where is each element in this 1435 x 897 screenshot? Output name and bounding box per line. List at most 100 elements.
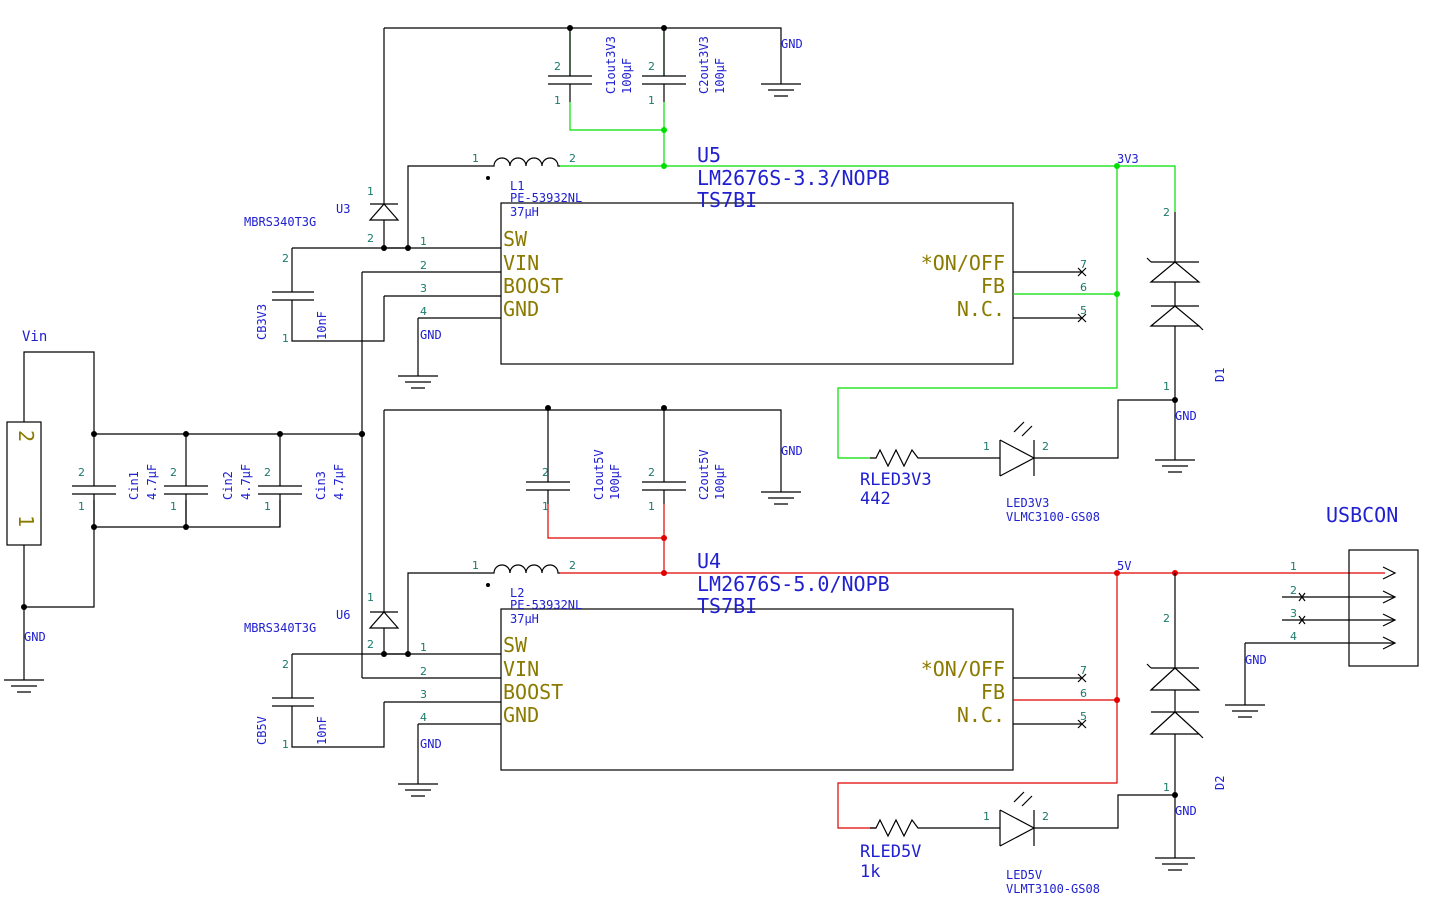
pin-num: 2 [170,466,177,479]
u5-part: LM2676S-3.3/NOPB [697,166,890,190]
cb3v3-ref: CB3V3 [255,304,269,340]
pin-num: 1 [1290,560,1297,573]
usbcon-ref: USBCON [1326,503,1398,527]
u5-pin-fb: FB [981,274,1005,298]
cin3-ref: Cin3 [314,471,328,500]
led3v3-part: VLMC3100-GS08 [1006,510,1100,524]
u6-ref: U6 [336,608,350,622]
cin2-ref: Cin2 [221,471,235,500]
c2out5v-value: 100µF [713,464,727,500]
c1out3v3-ref: C1out3V3 [604,36,618,94]
cin1-value: 4.7µF [145,464,159,500]
u5-pin-sw: SW [503,227,528,251]
pin-num: 2 [282,252,289,265]
pin-num: 1 [420,235,427,248]
u6-part: MBRS340T3G [244,621,316,635]
net-label-5v: 5V [1117,559,1131,573]
d2-ref: D2 [1213,776,1227,790]
pin-num: 7 [1080,258,1087,271]
pin-num: 2 [648,466,655,479]
pin-num: 2 [367,638,374,651]
pin-num: 1 [282,738,289,751]
pin-num: 7 [1080,664,1087,677]
pin-num: 2 [1163,206,1170,219]
cb3v3-value: 10nF [315,311,329,340]
pin-num: 3 [420,282,427,295]
pin-num: 1 [472,152,479,165]
regulator-5v: SW VIN BOOST GND *ON/OFF FB N.C. [500,608,1014,771]
pin-num: 2 [420,665,427,678]
pin-num: 2 [569,559,576,572]
pin-num: 1 [170,500,177,513]
u5-pin-vin: VIN [503,251,539,275]
u4-pin-onoff: *ON/OFF [921,657,1005,681]
pin-num: 2 [1290,584,1297,597]
l2-value: 37µH [510,612,539,626]
pin-num: 2 [282,658,289,671]
pin-num: 2 [420,259,427,272]
pin-num: 4 [420,305,427,318]
l2-part: PE-53932NL [510,598,582,612]
pin-num: 1 [554,94,561,107]
u4-pin-vin: VIN [503,657,539,681]
conn-pin-2: 2 [14,430,38,442]
l1-ref: L1 [510,179,524,193]
rled3v3-value: 442 [860,489,891,509]
regulator-3v3: SW VIN BOOST GND *ON/OFF FB N.C. [500,202,1014,365]
d1-ref: D1 [1213,368,1227,382]
c1out3v3-value: 100µF [620,58,634,94]
gnd-label-u5: GND [420,328,442,342]
pin-num: 1 [420,641,427,654]
pin-num: 1 [264,500,271,513]
pin-num: 2 [542,466,549,479]
input-capacitors [72,434,302,527]
c2out5v-ref: C2out5V [697,449,711,500]
pin-num: 1 [472,559,479,572]
u4-part: LM2676S-5.0/NOPB [697,572,890,596]
net-label-vin: Vin [22,329,47,345]
u4-ref: U4 [697,549,721,573]
cin1-ref: Cin1 [127,471,141,500]
gnd-label-d1: GND [1175,409,1197,423]
pin-num: 1 [367,591,374,604]
net-label-3v3: 3V3 [1117,152,1139,166]
l1-part: PE-53932NL [510,191,582,205]
pin-num: 3 [1290,607,1297,620]
rled3v3-ref: RLED3V3 [860,470,932,490]
cin3-value: 4.7µF [332,464,346,500]
u3-part: MBRS340T3G [244,215,316,229]
cb5v-value: 10nF [315,716,329,745]
l1-value: 37µH [510,205,539,219]
u4-pin-fb: FB [981,680,1005,704]
gnd-label-usb: GND [1245,653,1267,667]
conn-pin-1: 1 [14,515,38,527]
pin-num: 2 [264,466,271,479]
u5-pin-gnd: GND [503,297,539,321]
pin-num: 1 [1163,781,1170,794]
pin-num: 2 [569,152,576,165]
usb-connector [1225,549,1419,718]
led5v-part: VLMT3100-GS08 [1006,882,1100,896]
u5-ref: U5 [697,143,721,167]
pin-num: 6 [1080,687,1087,700]
u5-package: TS7BI [697,188,757,212]
u4-pin-nc: N.C. [957,703,1005,727]
pin-num: 2 [648,60,655,73]
pin-num: 1 [983,440,990,453]
c2out3v3-value: 100µF [713,58,727,94]
pin-num: 1 [282,332,289,345]
gnd-label-u4: GND [420,737,442,751]
pin-num: 1 [1163,380,1170,393]
c1out5v-ref: C1out5V [592,449,606,500]
cin2-value: 4.7µF [239,464,253,500]
pin-num: 2 [1163,612,1170,625]
pin-num: 4 [420,711,427,724]
u5-pin-boost: BOOST [503,274,563,298]
pin-num: 4 [1290,630,1297,643]
pin-num: 2 [78,466,85,479]
c1out5v-value: 100µF [608,464,622,500]
led5v-ref: LED5V [1006,868,1042,882]
pin-num: 2 [1042,810,1049,823]
pin-num: 2 [1042,440,1049,453]
input-connector: 2 1 [6,421,42,546]
